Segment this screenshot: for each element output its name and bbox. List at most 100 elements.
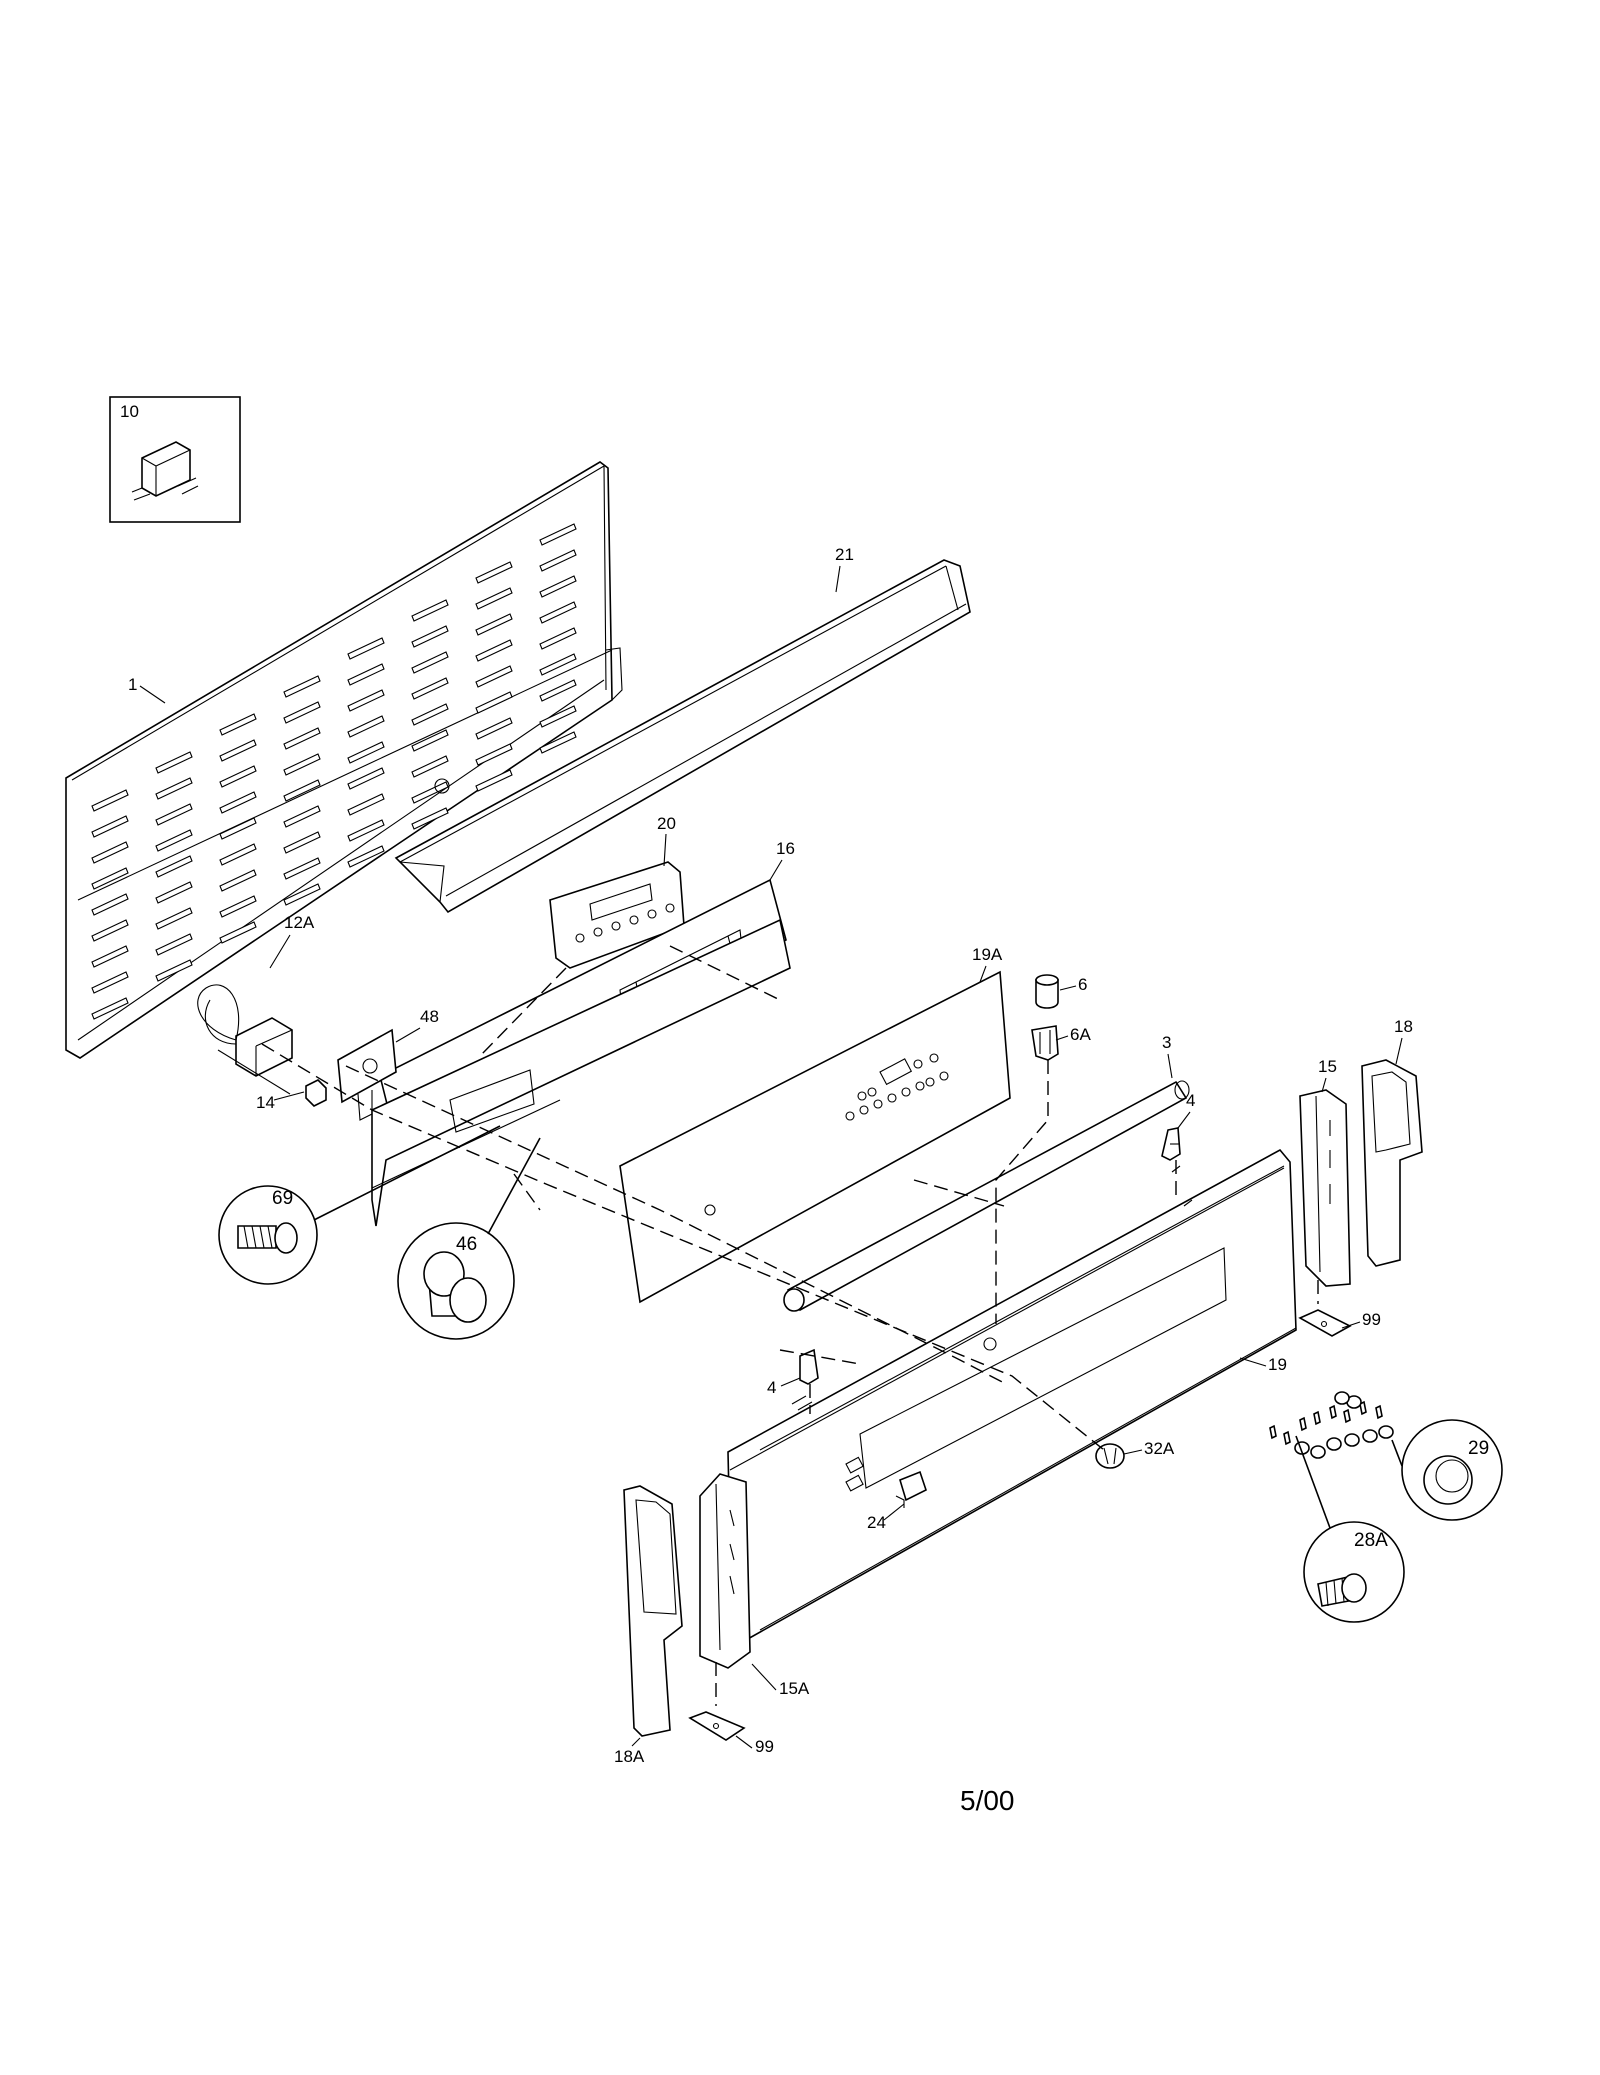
label-21: 21 — [835, 545, 854, 564]
label-3: 3 — [1162, 1033, 1171, 1052]
louver-slot — [155, 751, 193, 774]
louver-slot — [347, 637, 385, 660]
screw — [1375, 1404, 1383, 1420]
part-14-switch — [305, 1079, 327, 1107]
panel-louvers — [91, 523, 577, 1020]
louver-slot — [283, 727, 321, 750]
nut — [1326, 1437, 1342, 1451]
louver-slot — [155, 907, 193, 930]
louver-slot — [411, 703, 449, 726]
louver-slot — [411, 599, 449, 622]
louver-slot — [347, 819, 385, 842]
louver-slot — [219, 921, 257, 944]
screw — [1269, 1424, 1277, 1440]
louver-slot — [283, 675, 321, 698]
louver-slot — [347, 845, 385, 868]
louver-slot — [475, 691, 513, 714]
label-18A: 18A — [614, 1747, 645, 1766]
louver-slot — [91, 789, 129, 812]
louver-slot — [91, 945, 129, 968]
label-28A: 28A — [1354, 1530, 1388, 1551]
part-99-left-foot — [688, 1711, 746, 1741]
nut — [1334, 1391, 1350, 1405]
screw — [1283, 1430, 1291, 1446]
louver-slot — [475, 769, 513, 792]
louver-slot — [475, 587, 513, 610]
louver-slot — [91, 815, 129, 838]
louver-slot — [411, 651, 449, 674]
label-16: 16 — [776, 839, 795, 858]
louver-slot — [539, 731, 577, 754]
callout-69-screw — [218, 1125, 501, 1285]
louver-slot — [219, 791, 257, 814]
louver-slot — [91, 867, 129, 890]
nut — [1344, 1433, 1360, 1447]
louver-slot — [347, 793, 385, 816]
label-20: 20 — [657, 814, 676, 833]
part-1-back-panel — [65, 461, 623, 1059]
louver-slot — [411, 807, 449, 830]
louver-slot — [283, 779, 321, 802]
part-15A-side-bracket — [699, 1473, 751, 1669]
screw-set — [1269, 1391, 1394, 1459]
louver-slot — [155, 777, 193, 800]
louver-slot — [219, 765, 257, 788]
louver-slot — [347, 715, 385, 738]
label-18: 18 — [1394, 1017, 1413, 1036]
louver-slot — [219, 869, 257, 892]
louver-slot — [347, 741, 385, 764]
louver-slot — [219, 895, 257, 918]
louver-slot — [539, 679, 577, 702]
part-4-lampholder-right — [1161, 1127, 1181, 1161]
louver-slot — [91, 919, 129, 942]
label-15A: 15A — [779, 1679, 810, 1698]
screw — [1313, 1410, 1321, 1426]
nut — [1362, 1429, 1378, 1443]
louver-slot — [347, 689, 385, 712]
label-32A: 32A — [1144, 1439, 1175, 1458]
louver-slot — [219, 843, 257, 866]
label-15: 15 — [1318, 1057, 1337, 1076]
label-69: 69 — [272, 1188, 293, 1209]
louver-slot — [475, 717, 513, 740]
louver-slot — [475, 613, 513, 636]
louver-slot — [219, 739, 257, 762]
screw — [1343, 1408, 1351, 1424]
louver-slot — [155, 829, 193, 852]
label-19: 19 — [1268, 1355, 1287, 1374]
part-18A-end-cap — [623, 1485, 683, 1737]
louver-slot — [475, 561, 513, 584]
label-6A: 6A — [1070, 1025, 1091, 1044]
label-46: 46 — [456, 1234, 477, 1255]
louver-slot — [91, 841, 129, 864]
part-12A-thermostat — [197, 984, 293, 1095]
part-48-bracket — [337, 1028, 397, 1121]
louver-slot — [411, 755, 449, 778]
louver-slot — [539, 523, 577, 546]
part-15-side-bracket — [1299, 1089, 1351, 1287]
alignment-lines — [261, 945, 1319, 1706]
part-4-lampholder-left — [799, 1348, 819, 1385]
louver-slot — [91, 971, 129, 994]
louver-slot — [539, 549, 577, 572]
louver-slot — [155, 881, 193, 904]
callout-28A-screw — [1295, 1435, 1405, 1623]
part-19-main-console — [727, 1148, 1297, 1641]
label-99-left: 99 — [755, 1737, 774, 1756]
label-12A: 12A — [284, 913, 315, 932]
part-19A-overlay — [619, 970, 1011, 1304]
louver-slot — [475, 665, 513, 688]
screw — [1359, 1400, 1367, 1416]
part-32A — [1095, 1443, 1125, 1469]
part-3-tube — [783, 1080, 1190, 1312]
label-4-lower: 4 — [767, 1378, 776, 1397]
louver-slot — [283, 831, 321, 854]
callout-29-knob — [1391, 1419, 1503, 1521]
part-24-clip — [895, 1470, 927, 1508]
louver-slot — [347, 663, 385, 686]
part-20-control-board — [549, 861, 685, 969]
footer-date: 5/00 — [960, 1785, 1015, 1816]
part-21-top-trim — [394, 559, 971, 914]
label-6: 6 — [1078, 975, 1087, 994]
nut — [1378, 1425, 1394, 1439]
